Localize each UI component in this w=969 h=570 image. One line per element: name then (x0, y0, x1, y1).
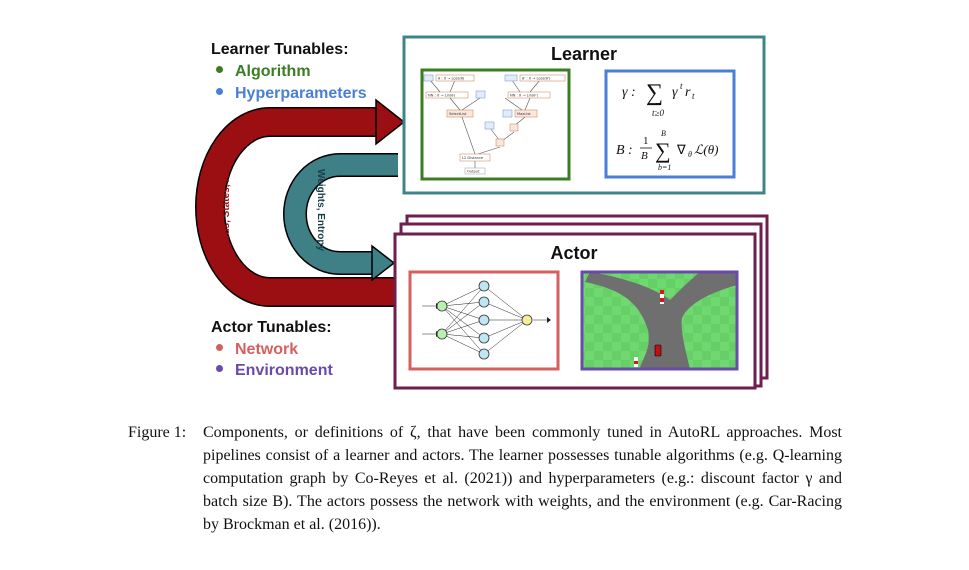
graph-node-mid-right: NN : X → Lin(θ') (510, 94, 538, 98)
learner-tunables-title: Learner Tunables: (211, 41, 349, 58)
eq-batch-den: B (641, 150, 648, 162)
eq-sum-sign: ∑ (646, 80, 663, 106)
caption-label: Figure 1: (128, 424, 187, 441)
figure-caption: Figure 1: Components, or definitions of … (128, 421, 842, 536)
weights-arrow (283, 153, 398, 282)
eq-batch-rest: ℒ(θ) (694, 142, 718, 157)
hyperparameter-equations: γ : ∑ t≥0 γ t r t B : 1 B B ∑ b=1 ∇ θ ℒ(… (604, 69, 736, 179)
weights-label: Weights, Entropy (315, 169, 326, 251)
eq-gamma-sub: t (692, 91, 695, 101)
learner-tunable-hyperparameters: Hyperparameters (216, 85, 367, 103)
eq-gamma-term: γ (672, 85, 678, 100)
algorithm-label: Algorithm (235, 63, 311, 80)
algorithm-graph: θ : X → Loss(θ) θ' : X → Loss(θ') NN : X… (420, 68, 571, 181)
network-panel (408, 270, 560, 371)
bullet-icon (216, 365, 223, 373)
eq-batch-sum-top: B (661, 129, 666, 138)
learner-tunable-algorithm: Algorithm (216, 63, 311, 81)
graph-node-top-left: θ : X → Loss(θ) (438, 77, 465, 81)
eq-batch-lhs: B : (616, 143, 633, 158)
autorl-diagram: Rewards, States, Actions Weights, Entrop… (195, 35, 769, 390)
actor-tunables-title: Actor Tunables: (211, 319, 332, 336)
graph-node-distance: L2 Distance (462, 156, 484, 160)
network-label: Network (235, 341, 299, 358)
eq-gamma-r: r (685, 85, 691, 100)
eq-batch-sum-bottom: b=1 (658, 163, 671, 172)
eq-gamma-lhs: γ : (622, 85, 636, 100)
actor-title: Actor (550, 243, 597, 263)
rewards-arrow (195, 98, 406, 307)
eq-gamma-sup: t (680, 81, 683, 91)
caption-text: Components, or definitions of ζ, that ha… (203, 424, 842, 533)
actor-tunable-network: Network (216, 341, 298, 359)
eq-batch-term: ∇ (676, 142, 686, 157)
graph-node-mid-left: NN : X → Lin(θ) (428, 94, 456, 98)
bullet-icon (216, 88, 223, 96)
eq-batch-sum-sign: ∑ (655, 138, 671, 163)
actor-tunable-environment: Environment (216, 362, 333, 380)
graph-node-output: Output (467, 170, 480, 174)
bullet-icon (216, 344, 223, 352)
eq-gamma-sum-bottom: t≥0 (652, 108, 664, 118)
environment-label: Environment (235, 362, 333, 379)
graph-node-select: SelectList (449, 112, 467, 116)
bullet-icon (216, 66, 223, 74)
learner-title: Learner (551, 44, 617, 64)
eq-batch-num: 1 (643, 135, 649, 147)
environment-panel (580, 270, 739, 371)
graph-node-max: MaxList (517, 112, 531, 116)
graph-node-top-right: θ' : X → Loss(θ') (522, 77, 551, 81)
hyperparameters-label: Hyperparameters (235, 85, 367, 102)
eq-batch-sub: θ (688, 150, 692, 159)
rewards-label: Rewards, States, Actions (221, 145, 232, 265)
